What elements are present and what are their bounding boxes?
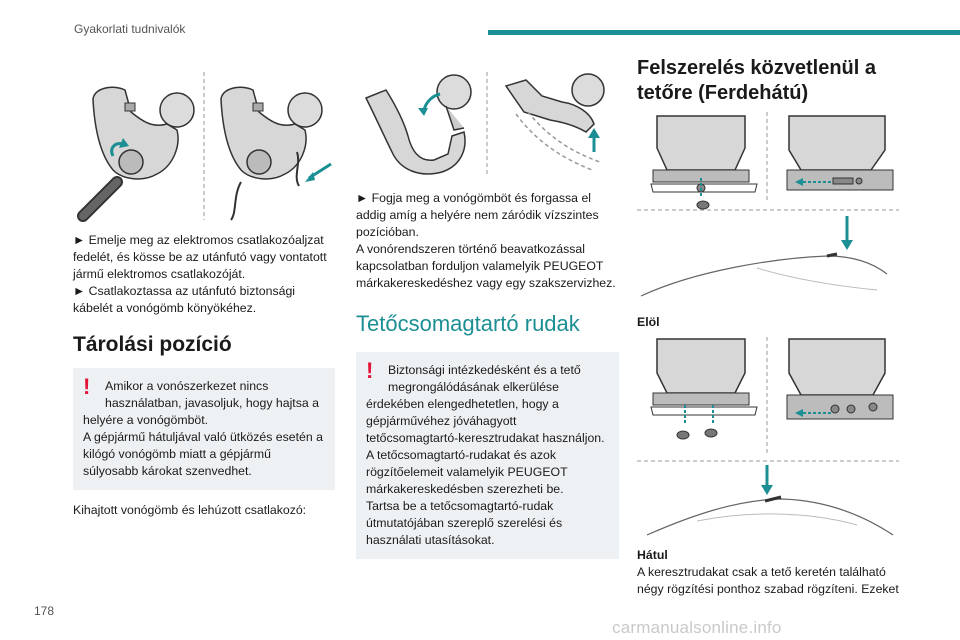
dealer-note: A vonórendszeren történő beavatkozással …: [356, 242, 616, 290]
deployed-ball-caption: Kihajtott vonógömb és lehúzott csatlakoz…: [73, 503, 307, 517]
column-left: ► Emelje meg az elektromos csatlakozóalj…: [73, 66, 335, 519]
instruction-connect-plug: ► Emelje meg az elektromos csatlakozóalj…: [73, 233, 327, 281]
front-label: Elöl: [637, 315, 660, 329]
warning-icon: !: [366, 358, 374, 383]
front-mounting-illustration: [637, 112, 899, 297]
storage-position-heading: Tárolási pozíció: [73, 333, 232, 356]
roof-warning-line2: megrongálódásának elkerülése érdekében e…: [366, 380, 605, 445]
warning-icon: !: [83, 374, 91, 399]
watermark: carmanualsonline.info: [612, 618, 782, 637]
roof-bars-warning-box: ! Biztonsági intézkedésként és a tető me…: [356, 352, 619, 559]
page-number: 178: [34, 604, 55, 618]
roof-warning-line4: Tartsa be a tetőcsomagtartó-rudak útmuta…: [366, 499, 563, 547]
storage-warning-line2: használatban, javasoljuk, hogy hajtsa a …: [83, 396, 319, 427]
storage-warning-box: ! Amikor a vonószerkezet nincs használat…: [73, 368, 335, 490]
header-accent-bar: [488, 30, 960, 35]
column-middle: ► Fogja meg a vonógömböt és forgassa el …: [356, 66, 619, 559]
roof-mounting-heading: Felszerelés közvetlenül a tetőre (Ferdeh…: [637, 57, 877, 104]
instruction-rotate-ball: ► Fogja meg a vonógömböt és forgassa el …: [356, 191, 599, 239]
rear-mounting-illustration: [637, 337, 899, 536]
towbar-connector-illustration: [77, 72, 332, 222]
rear-label: Hátul: [637, 548, 668, 562]
rotate-instructions: ► Fogja meg a vonógömböt és forgassa el …: [356, 190, 619, 292]
instruction-safety-cable: ► Csatlakoztassa az utánfutó biztonsági …: [73, 284, 296, 315]
connector-instructions: ► Emelje meg az elektromos csatlakozóalj…: [73, 232, 335, 317]
storage-warning-line1: Amikor a vonószerkezet nincs: [105, 379, 269, 393]
roof-warning-line3: A tetőcsomagtartó-rudakat és azok rögzít…: [366, 448, 568, 496]
roof-bars-heading: Tetőcsomagtartó rudak: [356, 311, 580, 336]
running-header: Gyakorlati tudnivalók: [74, 22, 186, 36]
column-right: Felszerelés közvetlenül a tetőre (Ferdeh…: [637, 56, 899, 598]
rear-mounting-text: A keresztrudakat csak a tető keretén tal…: [637, 565, 899, 596]
towball-rotate-illustration: [364, 72, 605, 175]
storage-warning-line3: A gépjármű hátuljával való ütközés eseté…: [83, 430, 323, 478]
roof-warning-line1: Biztonsági intézkedésként és a tető: [388, 363, 581, 377]
